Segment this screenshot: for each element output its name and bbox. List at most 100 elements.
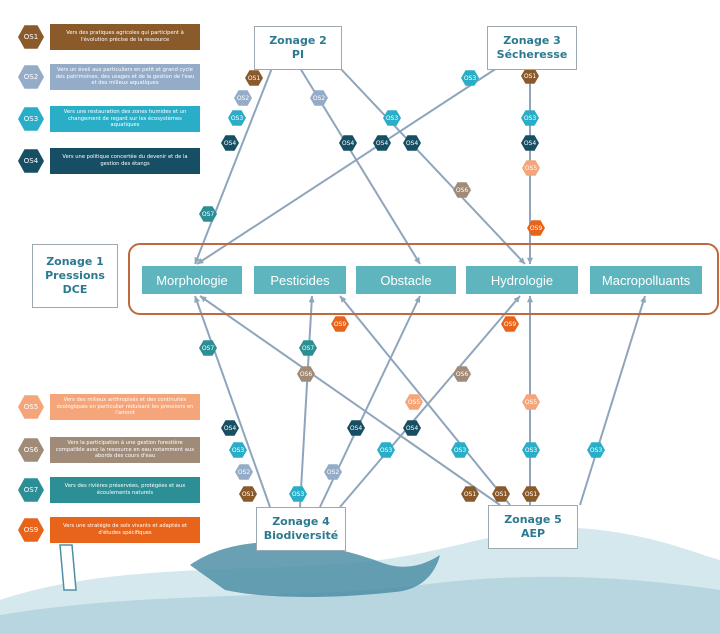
- hex-badge-label: OS4: [350, 425, 363, 432]
- hex-badge-os7: [299, 340, 317, 356]
- hex-badge-label: OS2: [327, 469, 340, 476]
- arrow-head: [513, 296, 520, 303]
- legend-item-os1: OS1 Vers des pratiques agricoles qui par…: [18, 24, 200, 50]
- hex-badge-os4: [403, 135, 421, 151]
- hex-badge-label: OS2: [238, 469, 251, 476]
- hex-badge-os1: [461, 486, 479, 502]
- hex-badge-os9: [501, 316, 519, 332]
- arrow-head: [526, 257, 534, 264]
- arrow-head: [308, 296, 315, 303]
- hex-badge-os5: [522, 394, 540, 410]
- zone-3-title: Zonage 3: [503, 34, 561, 47]
- reed-decoration: [59, 544, 77, 591]
- hex-badge-label: OS1: [495, 491, 508, 498]
- link-line: [339, 295, 521, 508]
- legend-item-os3: OS3 Vers une restauration des zones humi…: [18, 106, 200, 132]
- hex-badge-os4: OS4: [18, 149, 44, 173]
- arrow-head: [414, 296, 421, 303]
- hex-badge-os1: [245, 70, 263, 86]
- hex-badge-label: OS4: [524, 140, 537, 147]
- link-line: [194, 295, 271, 508]
- hex-badge-os4: [339, 135, 357, 151]
- link-line: [339, 295, 511, 506]
- hex-badge-os2: [235, 464, 253, 480]
- legend-text-os7: Vers des rivières préservées, protégées …: [50, 477, 200, 503]
- pressures-frame: [128, 243, 719, 315]
- zone-1-box: Zonage 1 Pressions DCE: [32, 244, 118, 308]
- hex-badge-os7: [199, 206, 217, 222]
- hex-badge-label: OS9: [334, 321, 347, 328]
- hex-badge-label: OS5: [525, 399, 538, 406]
- legend-text-os4: Vers une politique concertée du devenir …: [50, 148, 200, 174]
- hex-badge-os3: [521, 110, 539, 126]
- hex-badge-label: OS4: [342, 140, 355, 147]
- arrow-head: [414, 257, 420, 264]
- legend-text-os1: Vers des pratiques agricoles qui partici…: [50, 24, 200, 50]
- legend-text-os3: Vers une restauration des zones humides …: [50, 106, 200, 132]
- hex-badge-label: OS5: [525, 165, 538, 172]
- hex-badge-os1: [492, 486, 510, 502]
- zone-5-title: Zonage 5: [504, 513, 562, 526]
- hex-badge-label: OS3: [525, 447, 538, 454]
- hex-badge-os9: OS9: [18, 518, 44, 542]
- hex-badge-os3: [229, 442, 247, 458]
- arrow-head: [518, 257, 525, 264]
- hex-badge-label: OS3: [590, 447, 603, 454]
- hex-badge-label: OS5: [408, 399, 421, 406]
- hex-badge-os1: [522, 486, 540, 502]
- link-lines: [194, 67, 647, 508]
- hex-badge-os5: OS5: [18, 395, 44, 419]
- hex-badge-os6: [453, 182, 471, 198]
- zone-2-box: Zonage 2 PI: [254, 26, 342, 70]
- hex-badge-os2: [324, 464, 342, 480]
- hex-badge-os2: OS2: [18, 65, 44, 89]
- legend-item-os7: OS7 Vers des rivières préservées, protég…: [18, 477, 200, 503]
- hex-badge-label: OS9: [530, 225, 543, 232]
- link-line: [339, 67, 526, 265]
- hex-badge-label: OS3: [232, 447, 245, 454]
- legend-text-os5: Vers des milieux anthropisés et des cont…: [50, 394, 200, 420]
- hex-badge-label: OS7: [302, 345, 315, 352]
- hex-badge-os7: [199, 340, 217, 356]
- link-line: [196, 67, 498, 265]
- pressure-macropolluants: Macropolluants: [590, 266, 702, 294]
- pressure-morphologie: Morphologie: [142, 266, 242, 294]
- pressure-obstacle: Obstacle: [356, 266, 456, 294]
- zone-3-subtitle: Sécheresse: [496, 48, 568, 61]
- hex-badge-label: OS1: [525, 491, 538, 498]
- zone-5-subtitle: AEP: [520, 527, 546, 540]
- hex-badge-os4: [221, 135, 239, 151]
- hex-badge-label: OS3: [464, 75, 477, 82]
- zone-3-box: Zonage 3 Sécheresse: [487, 26, 577, 70]
- hex-badge-os9: [331, 316, 349, 332]
- hex-badge-os7: OS7: [18, 478, 44, 502]
- hex-badge-label: OS3: [380, 447, 393, 454]
- hex-badge-label: OS3: [292, 491, 305, 498]
- hex-badge-label: OS4: [406, 425, 419, 432]
- zone-4-subtitle: Biodiversité: [263, 529, 339, 542]
- hex-badge-os4: [221, 420, 239, 436]
- zone-5-box: Zonage 5 AEP: [488, 505, 578, 549]
- hex-badge-label: OS4: [406, 140, 419, 147]
- hex-badge-os1: OS1: [18, 25, 44, 49]
- hex-badge-os3: OS3: [18, 107, 44, 131]
- hex-badge-label: OS7: [202, 345, 215, 352]
- hex-badge-label: OS4: [224, 425, 237, 432]
- arrow-head: [340, 296, 347, 303]
- hex-badge-label: OS1: [524, 73, 537, 80]
- arrow-head: [197, 258, 204, 264]
- hex-badge-label: OS6: [300, 371, 313, 378]
- hex-badge-label: OS4: [224, 140, 237, 147]
- legend-text-os2: Vers un éveil aux particuliers en petit …: [50, 64, 200, 90]
- zone-2-title: Zonage 2: [269, 34, 327, 47]
- zone-1-subtitle: Pressions: [45, 269, 105, 282]
- arrow-head: [640, 296, 647, 303]
- hex-badge-label: OS1: [242, 491, 255, 498]
- hex-badge-os4: [373, 135, 391, 151]
- legend-item-os4: OS4 Vers une politique concertée du deve…: [18, 148, 200, 174]
- hex-badge-label: OS7: [202, 211, 215, 218]
- pressure-hydrologie: Hydrologie: [466, 266, 578, 294]
- hex-badge-os3: [522, 442, 540, 458]
